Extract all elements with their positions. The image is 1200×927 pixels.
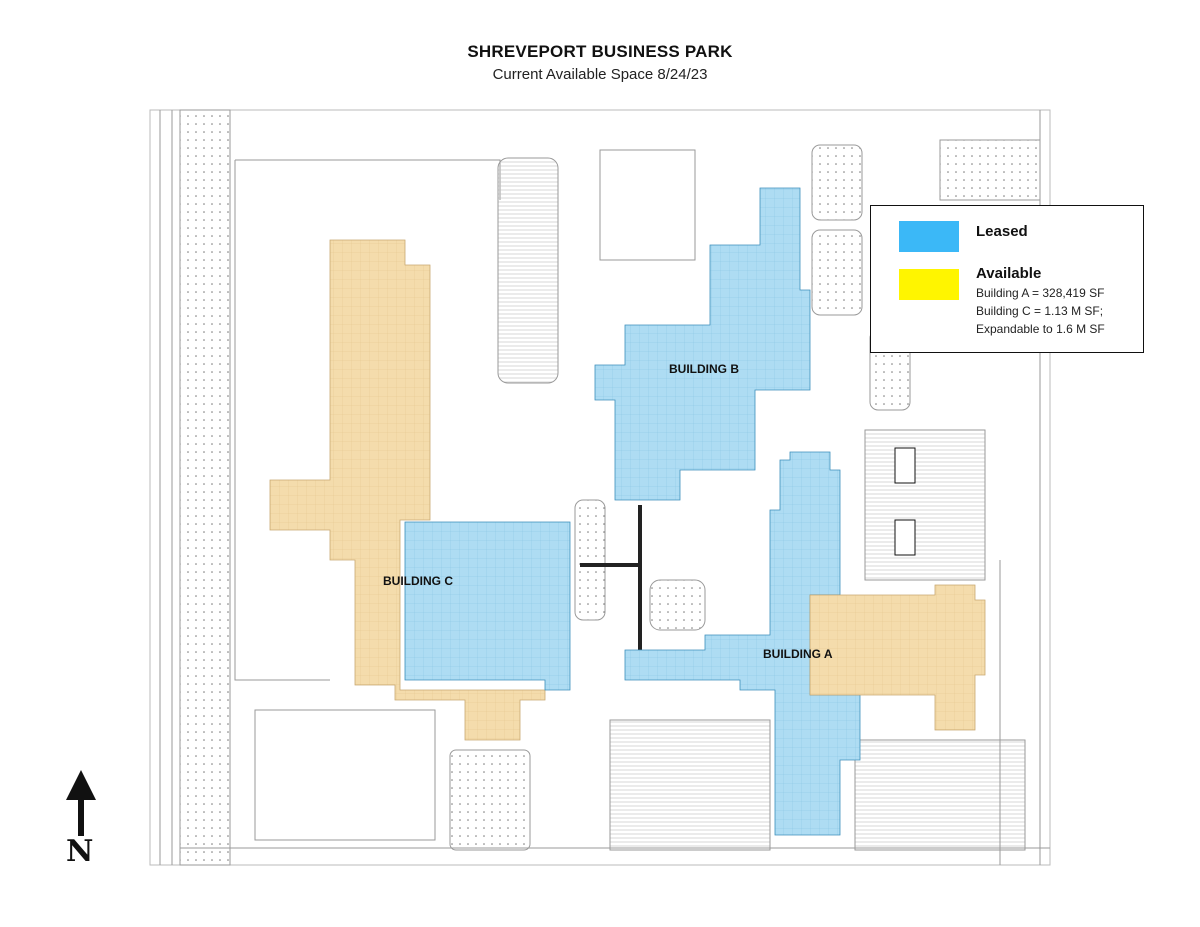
building-a-label: BUILDING A <box>763 647 833 661</box>
building-a-available-area <box>809 584 986 731</box>
legend-building-a-sf: Building A = 328,419 SF <box>976 286 1105 300</box>
available-swatch <box>899 269 959 300</box>
legend-expandable: Expandable to 1.6 M SF <box>976 322 1105 336</box>
legend-available-label: Available <box>976 265 1042 282</box>
legend-building-c-sf: Building C = 1.13 M SF; <box>976 304 1104 318</box>
building-c-label: BUILDING C <box>383 574 453 588</box>
map-legend: Leased Available Building A = 328,419 SF… <box>870 205 1144 353</box>
building-c-available-area <box>269 239 546 741</box>
legend-leased-label: Leased <box>976 223 1028 240</box>
page-title: SHREVEPORT BUSINESS PARK <box>467 42 733 61</box>
building-c-leased-area <box>404 521 571 691</box>
page-subtitle: Current Available Space 8/24/23 <box>492 66 708 83</box>
leased-swatch <box>899 221 959 252</box>
north-arrow-icon <box>66 770 96 836</box>
north-label: N <box>66 834 94 869</box>
building-b-label: BUILDING B <box>669 362 739 376</box>
building-b-leased-area <box>594 187 811 501</box>
